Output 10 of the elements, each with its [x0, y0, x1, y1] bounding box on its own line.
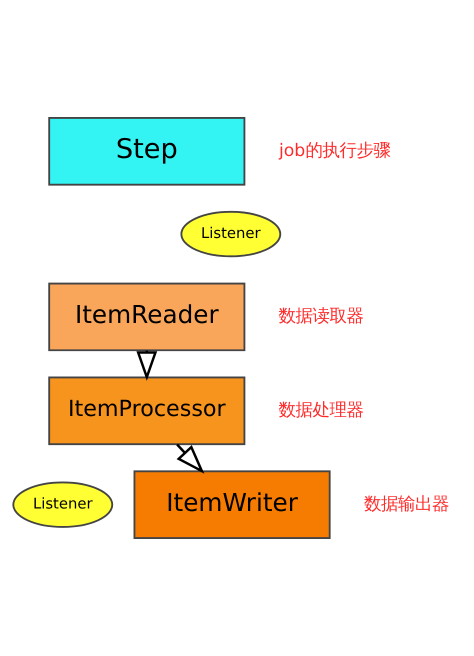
node-ellipse: Listener — [12, 482, 114, 528]
node-box: Step — [48, 117, 246, 186]
node-label: 数据读取器 — [278, 306, 364, 326]
arrow — [176, 444, 204, 474]
node-label: job的执行步骤 — [278, 140, 390, 161]
node-label: 数据输出器 — [364, 494, 449, 514]
node-box: ItemWriter — [134, 470, 331, 539]
node-box: ItemProcessor — [48, 376, 246, 446]
node-label: 数据处理器 — [278, 400, 364, 420]
node-ellipse: Listener — [180, 210, 282, 258]
